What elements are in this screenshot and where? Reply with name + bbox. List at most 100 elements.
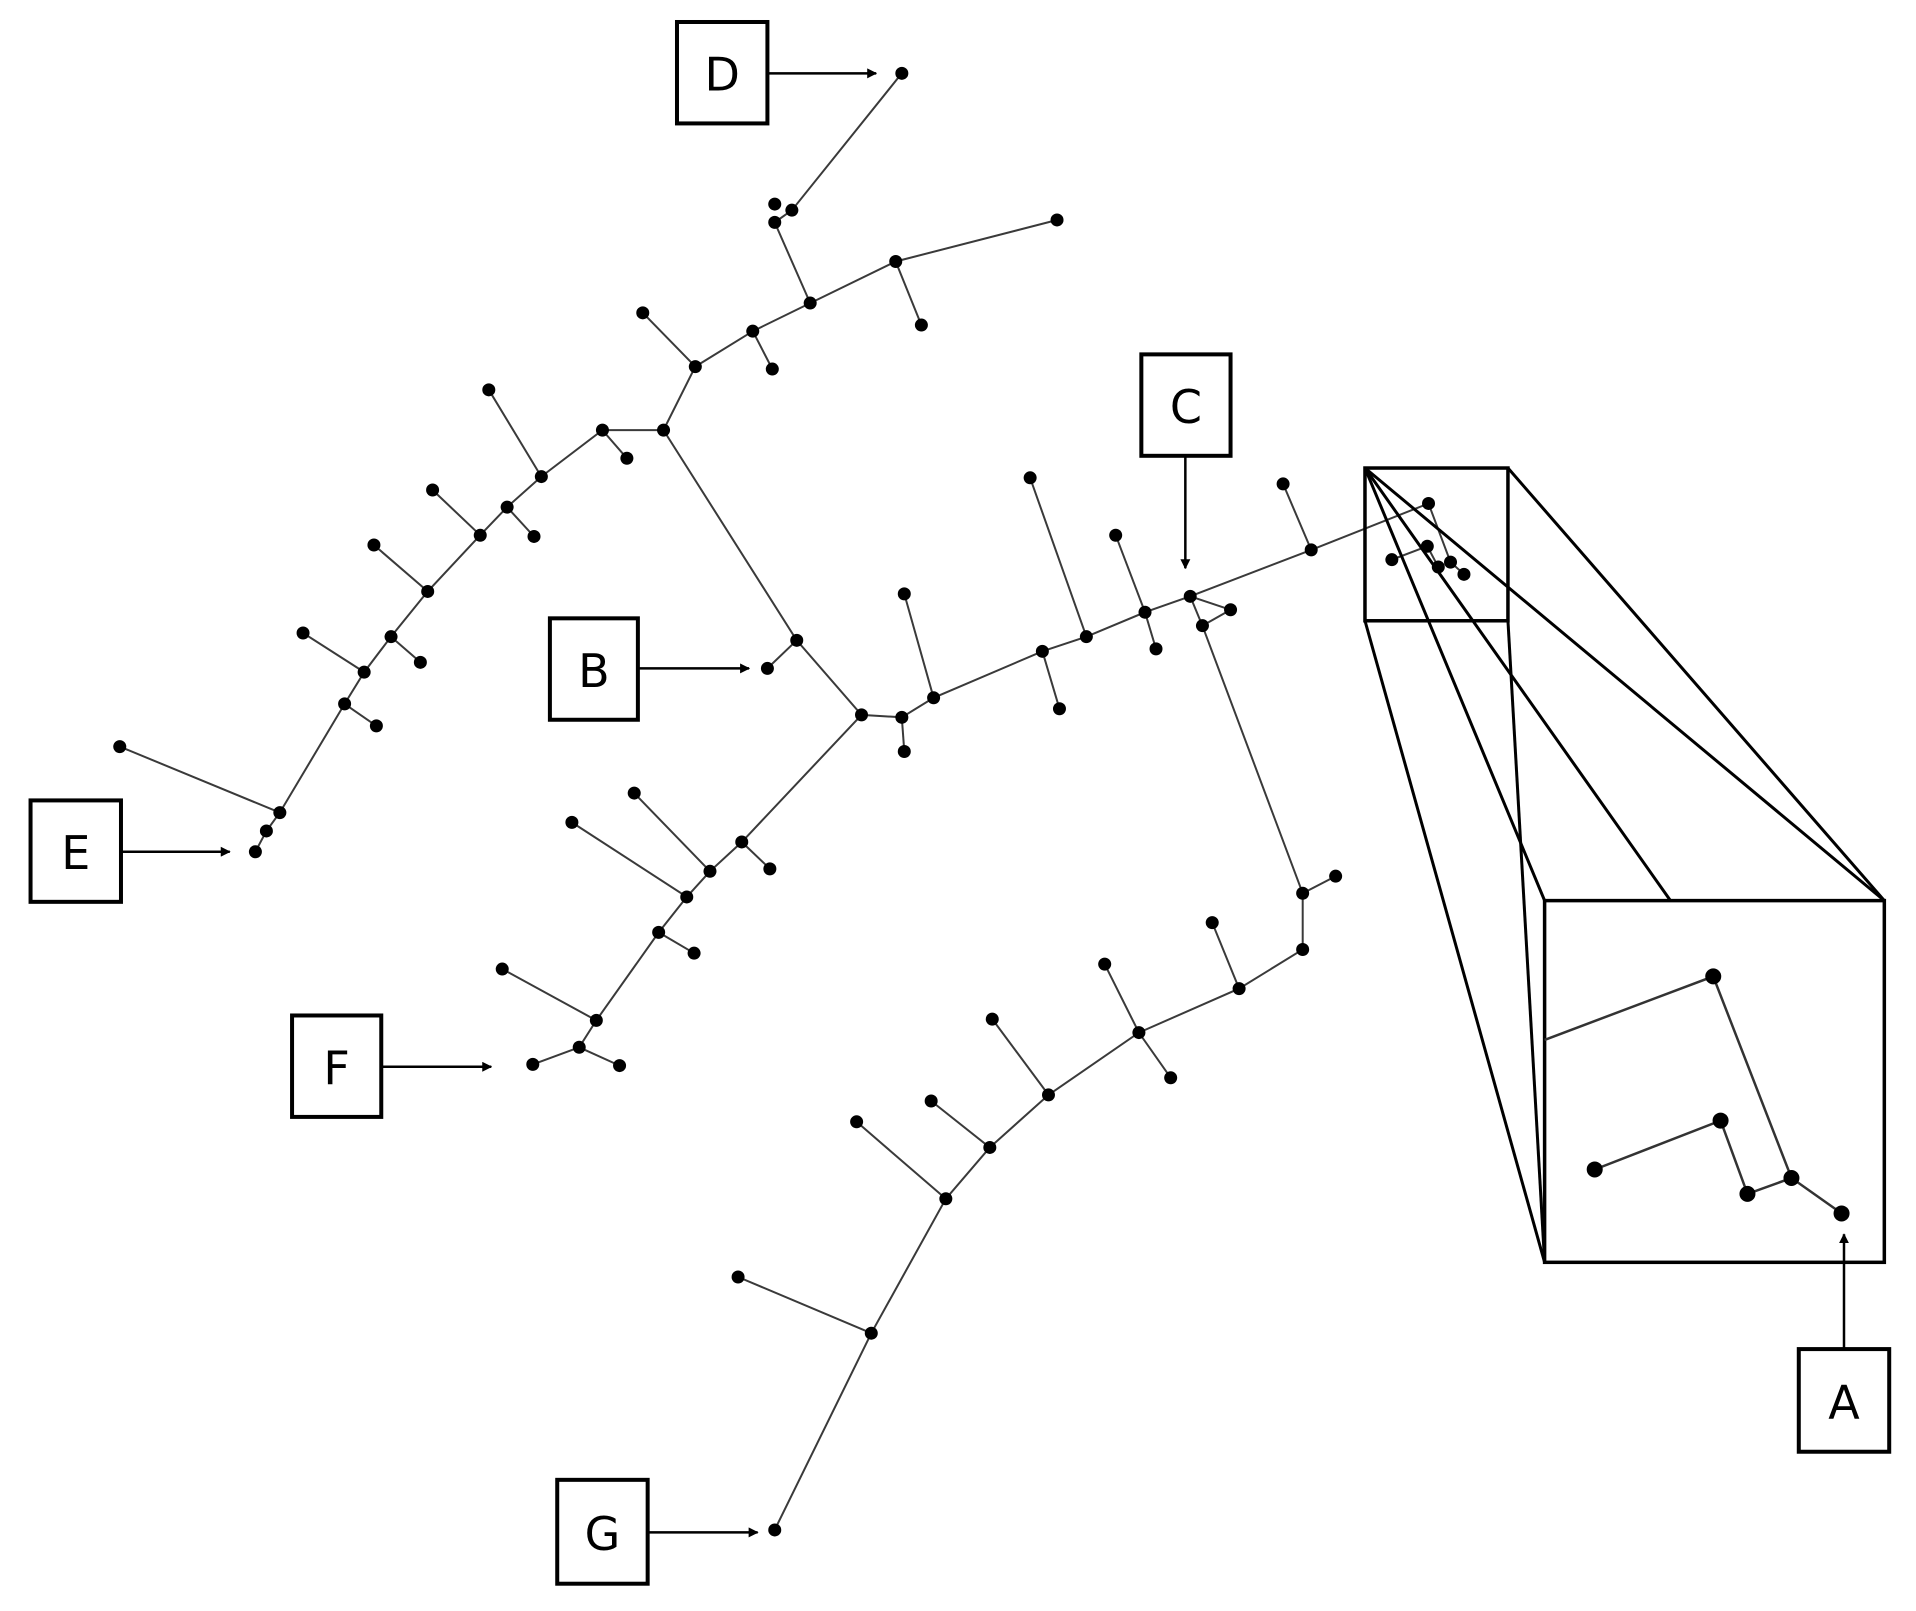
network-node xyxy=(1098,957,1112,971)
inset-node xyxy=(1833,1205,1850,1222)
zoom-connector-line xyxy=(1364,466,1886,902)
inset-edge xyxy=(1544,974,1843,1215)
label-b: B xyxy=(547,616,751,722)
label-b-box xyxy=(547,616,640,722)
network-edge xyxy=(930,1100,991,1149)
inset-edge xyxy=(1594,1118,1792,1196)
network-edge xyxy=(658,931,695,955)
label-g-box xyxy=(555,1477,650,1586)
network-edge xyxy=(571,821,688,898)
network-node xyxy=(565,815,579,829)
network-node xyxy=(914,318,928,332)
zoom-connector-line xyxy=(1506,620,1547,1263)
network-edge xyxy=(373,544,429,593)
network-node xyxy=(1149,642,1163,656)
label-f-box xyxy=(290,1013,384,1119)
zoom-inset xyxy=(1363,466,1887,1265)
network-edge xyxy=(1041,651,1061,710)
network-node xyxy=(895,66,909,80)
network-edge xyxy=(302,632,365,673)
network-edge xyxy=(737,1276,872,1335)
network-node xyxy=(1296,942,1310,956)
inset-node xyxy=(1705,968,1722,985)
network-edge xyxy=(506,506,535,538)
label-d-box xyxy=(674,19,770,126)
network-node xyxy=(855,708,869,722)
network-node xyxy=(652,925,666,939)
network-node xyxy=(897,745,911,759)
zoom-source-box xyxy=(1363,466,1510,623)
network-node xyxy=(1444,555,1458,569)
network-node xyxy=(482,383,496,397)
network-edge xyxy=(1282,483,1313,551)
network-node xyxy=(1079,630,1093,644)
network-edge xyxy=(431,489,481,536)
label-a-text: A xyxy=(1828,1375,1860,1429)
network-node xyxy=(572,1040,586,1054)
network-edge xyxy=(642,312,697,368)
label-f: F xyxy=(290,1013,493,1119)
network-node xyxy=(1164,1071,1178,1085)
network-node xyxy=(1385,553,1399,567)
network-node xyxy=(1138,605,1152,619)
network-node xyxy=(680,890,694,904)
network-node xyxy=(338,697,352,711)
network-node xyxy=(1205,916,1219,930)
label-e-text: E xyxy=(61,826,90,880)
network-node xyxy=(760,661,774,675)
network-node xyxy=(765,362,779,376)
network-node xyxy=(296,626,310,640)
network-edge xyxy=(894,261,923,326)
label-c: C xyxy=(1139,352,1233,570)
network-node xyxy=(768,215,782,229)
network-node xyxy=(1232,982,1246,996)
network-node xyxy=(1276,477,1290,491)
inset-node xyxy=(1739,1185,1756,1202)
label-a: A xyxy=(1796,1233,1892,1454)
network-node xyxy=(1023,471,1037,485)
network-node xyxy=(248,845,262,859)
network-node xyxy=(703,864,717,878)
network-edge xyxy=(773,72,903,304)
network-edge xyxy=(991,1018,1050,1096)
network-node xyxy=(1183,589,1197,603)
network-node xyxy=(421,584,435,598)
network-edge xyxy=(1189,595,1231,611)
network-node xyxy=(273,806,287,820)
label-d-text: D xyxy=(704,48,739,102)
network-node xyxy=(627,786,641,800)
network-edge xyxy=(1211,922,1241,989)
network-node xyxy=(850,1115,864,1129)
inset-node xyxy=(1586,1161,1603,1178)
network-edge xyxy=(487,389,543,478)
label-c-box xyxy=(1139,352,1233,458)
network-node xyxy=(636,306,650,320)
network-node xyxy=(1109,528,1123,542)
network-node xyxy=(895,710,909,724)
network-node xyxy=(113,740,127,754)
network-node xyxy=(1329,869,1343,883)
network-node xyxy=(985,1012,999,1026)
network-edge xyxy=(578,1046,621,1067)
network-edge xyxy=(903,593,935,699)
network-edge xyxy=(1114,534,1146,613)
zoom-connector-line xyxy=(1506,467,1886,902)
network-edge xyxy=(766,639,798,670)
network-node xyxy=(613,1059,627,1073)
network-node xyxy=(1050,213,1064,227)
label-e: E xyxy=(28,798,231,904)
label-g: G xyxy=(555,1477,759,1586)
zoom-connector-line xyxy=(1363,467,1546,902)
network-node xyxy=(1296,886,1310,900)
network-node xyxy=(897,587,911,601)
network-edge xyxy=(1138,1032,1172,1079)
network-node xyxy=(500,500,514,514)
network-node xyxy=(735,835,749,849)
network-node xyxy=(688,360,702,374)
zoom-connector-line xyxy=(1363,620,1547,1263)
network-node xyxy=(790,633,804,647)
network-node xyxy=(746,324,760,338)
network-node xyxy=(473,528,487,542)
network-edge xyxy=(751,330,774,370)
